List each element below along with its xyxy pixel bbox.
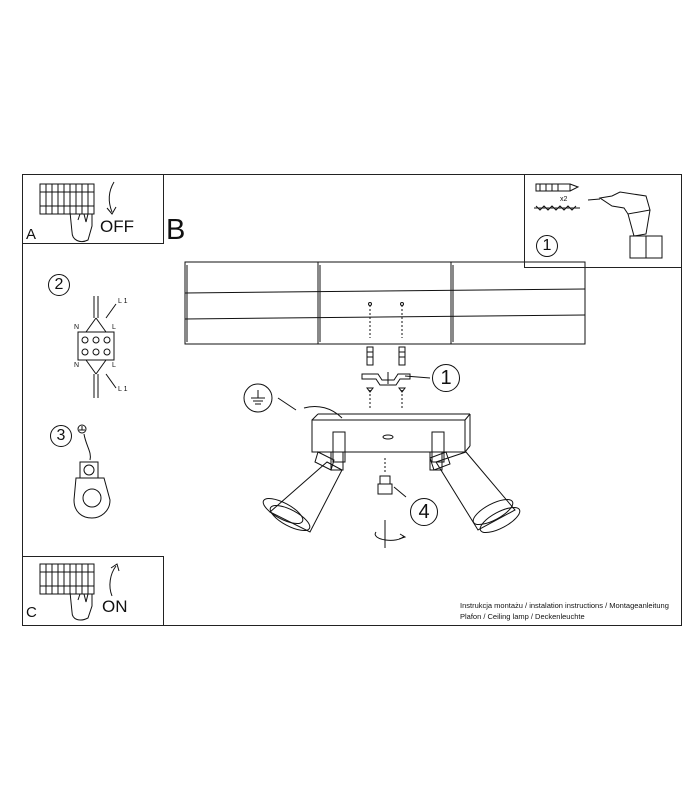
wire-label-l-right: L — [112, 324, 116, 331]
step-1-bracket-marker: 1 — [432, 364, 460, 392]
panel-b-label: B — [166, 214, 186, 246]
breaker-panel-off — [39, 181, 117, 243]
arrow-up-icon — [109, 565, 117, 597]
wiring-diagram — [77, 296, 117, 398]
breaker-panel-on — [39, 563, 120, 621]
panel-a-label: A — [26, 226, 37, 243]
lamp-base — [311, 413, 471, 453]
bulb-screw — [377, 458, 407, 498]
mounting-bracket — [361, 372, 431, 386]
drill-icon — [587, 191, 663, 259]
right-spotlight — [429, 431, 521, 534]
arrow-down-icon — [108, 181, 115, 213]
hand-icon — [69, 591, 93, 621]
panel-drill-box — [524, 174, 682, 268]
on-label: ON — [102, 597, 128, 616]
wire-label-l-left: L — [112, 362, 116, 369]
left-spotlight — [262, 431, 346, 533]
x2-label: x2 — [560, 196, 568, 203]
screw-icon — [534, 205, 580, 211]
panel-c-box — [22, 556, 164, 626]
hand-icon — [69, 211, 93, 243]
step-1-drill-marker: 1 — [536, 235, 558, 257]
drill-panel-graphics — [534, 183, 663, 259]
rotate-arrow-icon — [374, 520, 407, 548]
step-2-marker: 2 — [48, 274, 70, 296]
caption-line-2: Plafon / Ceiling lamp / Deckenleuchte — [460, 612, 585, 621]
bracket-screws — [366, 387, 406, 408]
ceiling-screws — [368, 302, 404, 338]
wire-label-n-bottom: N — [74, 362, 80, 369]
panel-a-box — [22, 174, 164, 244]
step-3-marker: 3 — [50, 425, 72, 447]
wire-label-l1-top: L 1 — [118, 298, 128, 305]
instruction-frame — [22, 174, 682, 626]
off-label: OFF — [100, 217, 134, 236]
caption: Instrukcja montażu / instalation instruc… — [460, 600, 669, 622]
ground-symbol — [243, 383, 343, 419]
wall-plugs — [366, 346, 406, 366]
ceiling-panels — [184, 261, 586, 345]
wall-plug-icon — [535, 183, 580, 192]
wire-label-l1-bottom: L 1 — [118, 386, 128, 393]
wire-label-n-top: N — [74, 324, 80, 331]
ground-connector — [73, 424, 111, 519]
caption-line-1: Instrukcja montażu / instalation instruc… — [460, 601, 669, 610]
panel-c-label: C — [26, 604, 37, 621]
step-4-marker: 4 — [410, 498, 438, 526]
terminal-block — [77, 331, 115, 361]
